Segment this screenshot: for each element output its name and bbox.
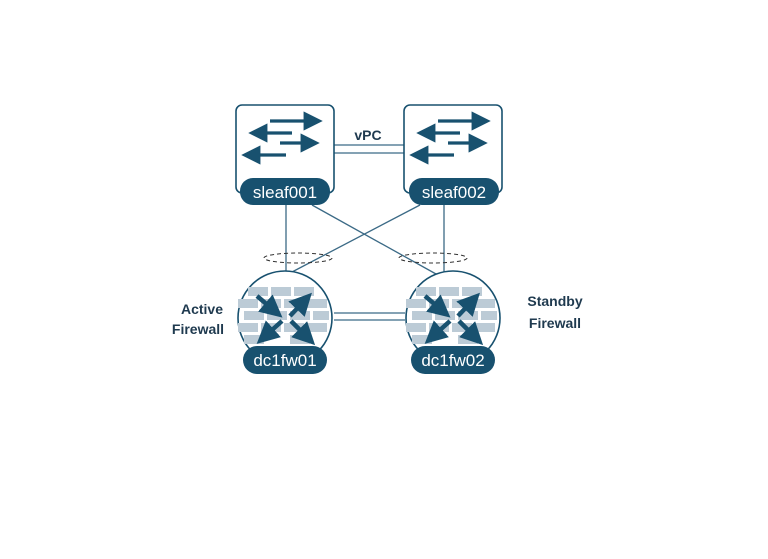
switch-sleaf001[interactable]: sleaf001 bbox=[235, 104, 335, 205]
firewall-name: dc1fw02 bbox=[421, 351, 484, 370]
firewall-dc1fw02[interactable]: dc1fw02 bbox=[405, 270, 501, 374]
firewall-name: dc1fw01 bbox=[253, 351, 316, 370]
port-channel-ellipse-left bbox=[263, 252, 333, 264]
switch-name-pill bbox=[240, 178, 330, 205]
standby-role-line2: Firewall bbox=[529, 315, 581, 331]
firewall-name-pill bbox=[411, 346, 495, 374]
firewall-icon bbox=[238, 287, 329, 346]
links bbox=[285, 144, 445, 321]
active-role-line2: Firewall bbox=[172, 321, 224, 337]
firewall-arrows bbox=[255, 292, 316, 346]
standby-role-line1: Standby bbox=[527, 293, 582, 309]
firewall-name-pill bbox=[243, 346, 327, 374]
link-sleaf001-dc1fw02 bbox=[311, 204, 437, 275]
active-role-line1: Active bbox=[181, 301, 223, 317]
switch-name: sleaf001 bbox=[253, 183, 317, 202]
link-sleaf002-dc1fw01 bbox=[291, 204, 421, 273]
port-channel-ellipse-right bbox=[398, 252, 468, 264]
switch-sleaf002[interactable]: sleaf002 bbox=[403, 104, 503, 205]
firewall-arrows bbox=[423, 292, 484, 346]
switch-icon bbox=[409, 111, 491, 165]
switch-icon bbox=[241, 111, 323, 165]
firewall-icon bbox=[406, 287, 497, 346]
switch-name-pill bbox=[409, 178, 499, 205]
switch-name: sleaf002 bbox=[422, 183, 486, 202]
firewall-dc1fw01[interactable]: dc1fw01 bbox=[237, 270, 333, 374]
vpc-label: vPC bbox=[354, 127, 381, 143]
